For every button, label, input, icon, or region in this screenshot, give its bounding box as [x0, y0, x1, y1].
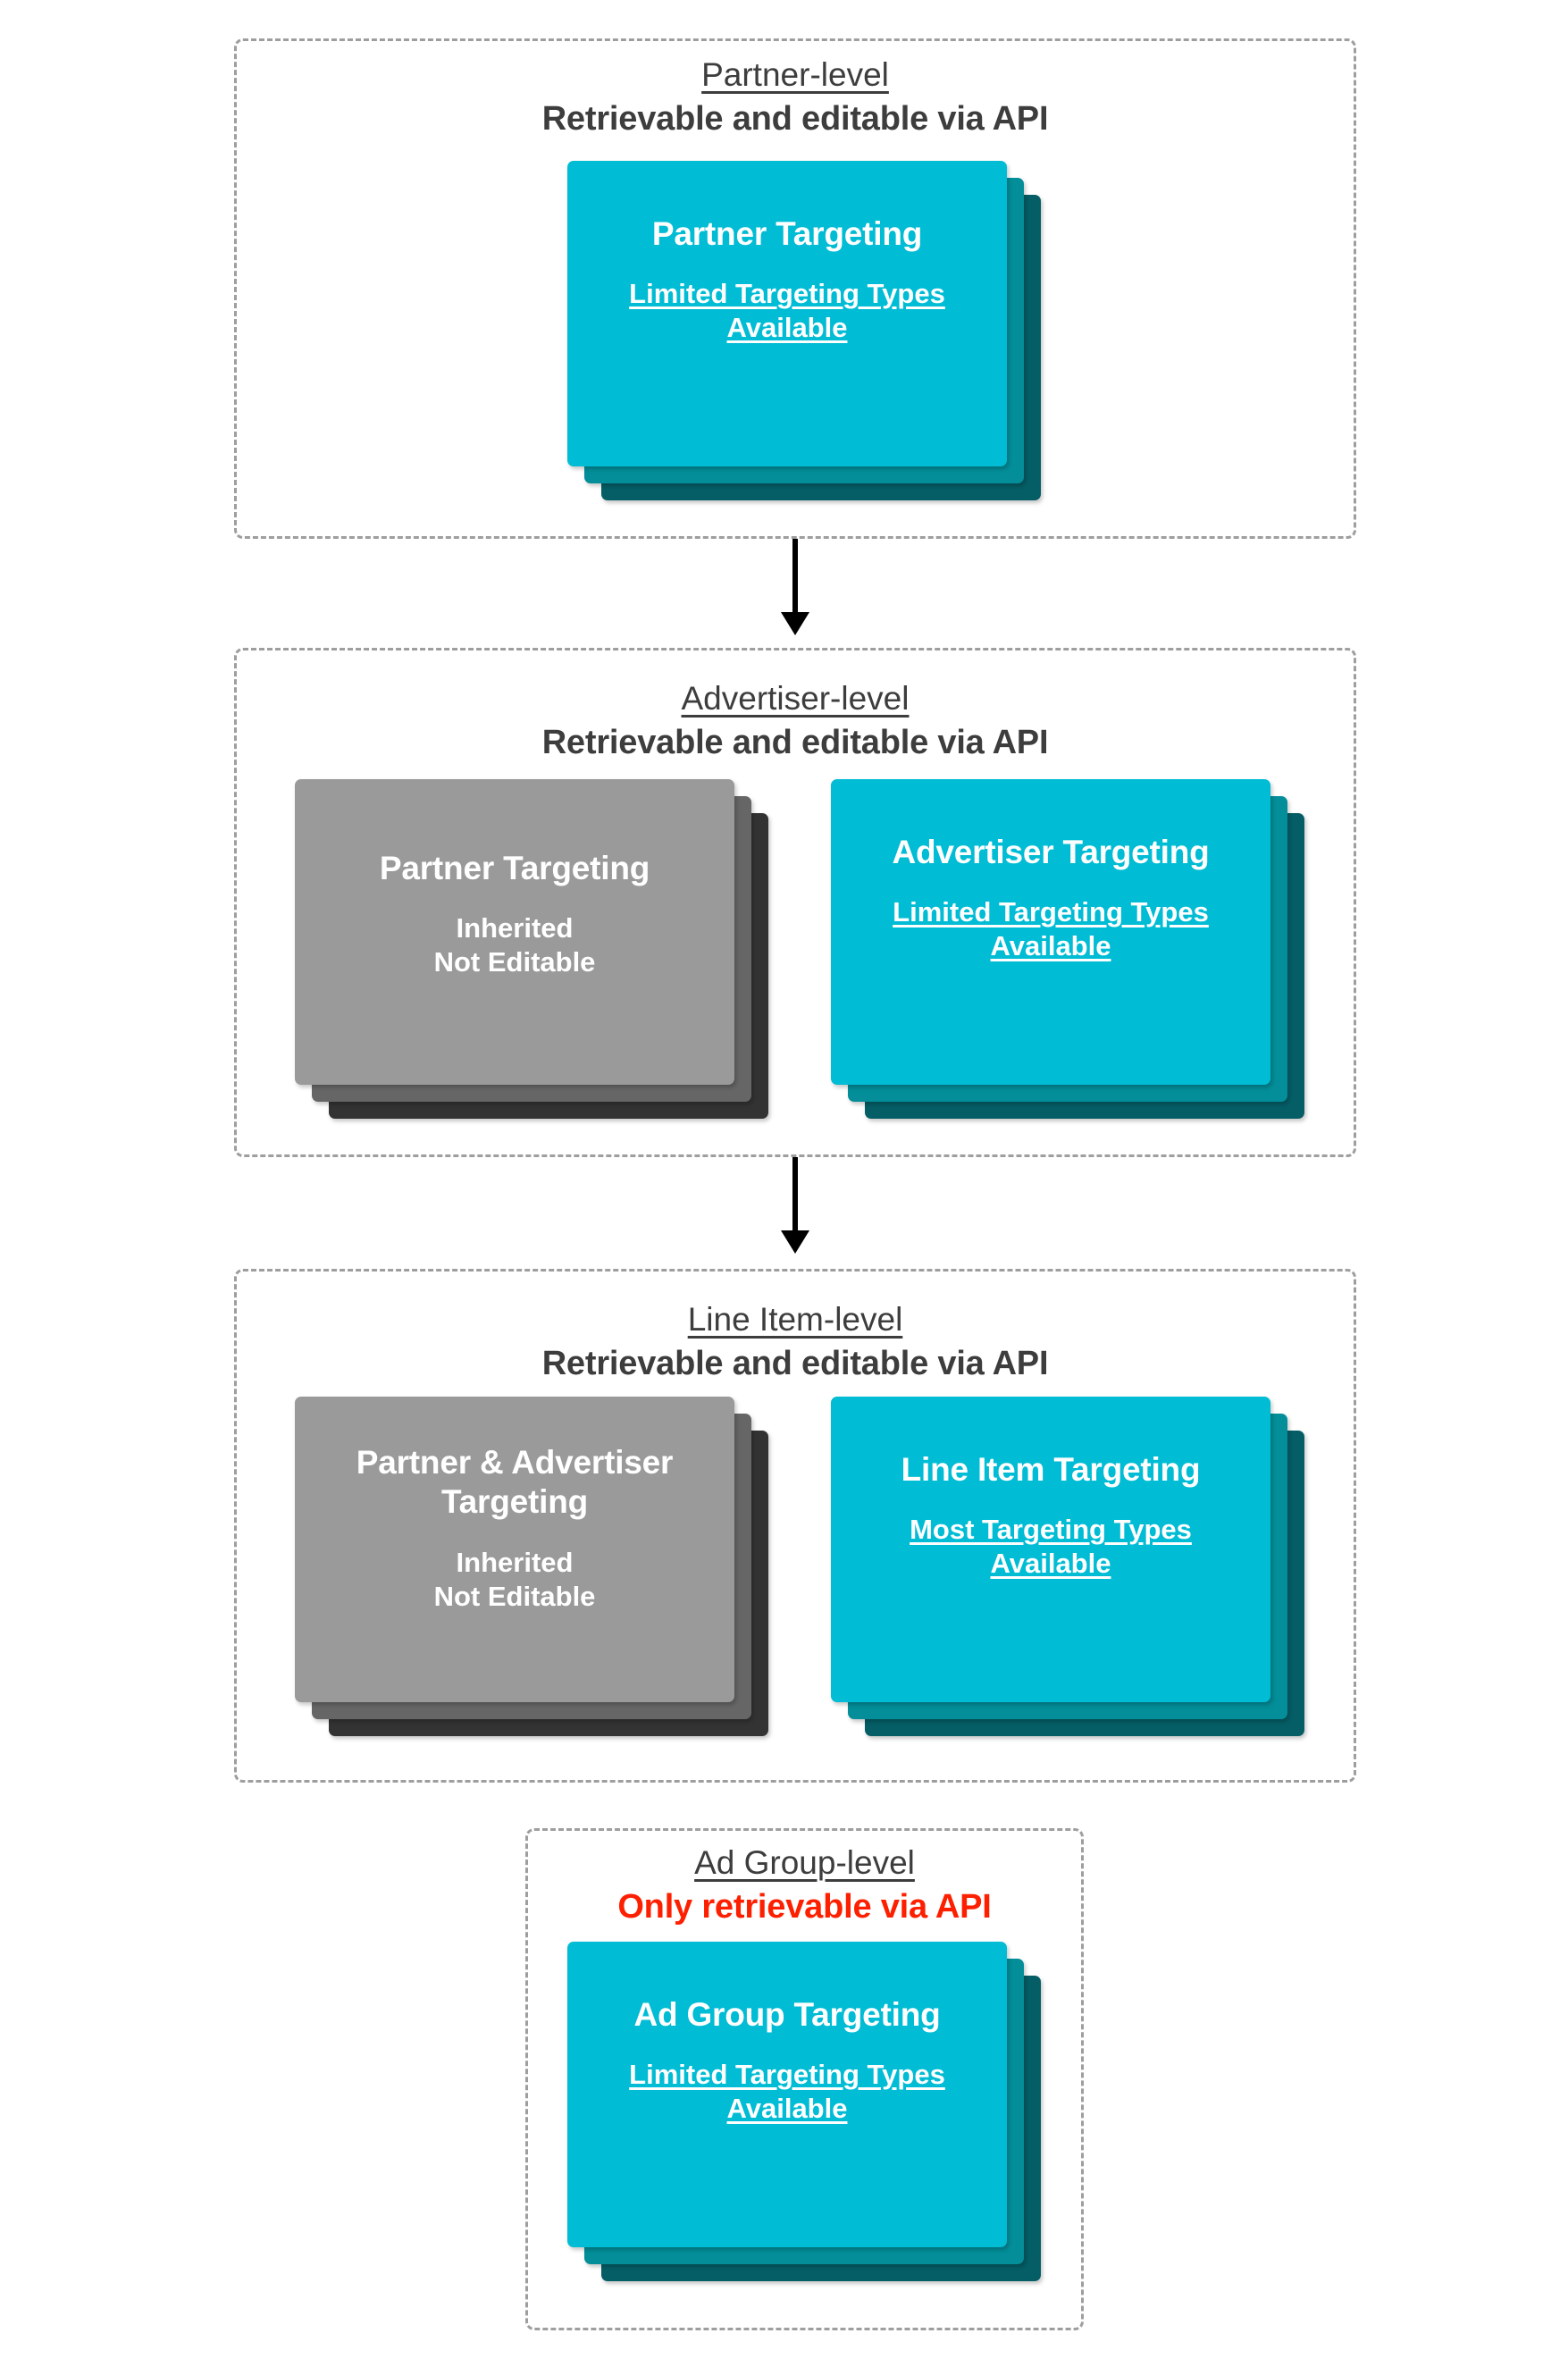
level-box-ad-group: [525, 1828, 1084, 2330]
card-note-line-2: Available: [726, 2093, 848, 2125]
card-title-line-2: Targeting: [440, 1483, 588, 1521]
card-title-partner-advertiser-targeting: Partner & Advertiser Targeting: [356, 1444, 674, 1520]
card-stack-line-item-inherited[interactable]: Partner & Advertiser Targeting Inherited…: [295, 1397, 768, 1736]
card-note-line-2: Available: [990, 930, 1111, 962]
card-front-ad-group-targeting[interactable]: Ad Group Targeting Limited Targeting Typ…: [567, 1942, 1007, 2247]
arrow-advertiser-to-line-item: [777, 1157, 813, 1254]
arrow-shaft: [792, 539, 798, 612]
card-note-ad-group-targeting: Limited Targeting Types Available: [587, 2058, 987, 2126]
card-note-advertiser-targeting: Limited Targeting Types Available: [851, 895, 1251, 963]
card-front-advertiser-targeting[interactable]: Advertiser Targeting Limited Targeting T…: [831, 779, 1270, 1085]
card-stack-partner-targeting[interactable]: Partner Targeting Limited Targeting Type…: [567, 161, 1041, 500]
card-note-line-1: Most Targeting Types: [910, 1514, 1192, 1546]
card-stack-advertiser-targeting[interactable]: Advertiser Targeting Limited Targeting T…: [831, 779, 1304, 1119]
card-front-inherited-partner-advertiser-targeting[interactable]: Partner & Advertiser Targeting Inherited…: [295, 1397, 734, 1702]
card-stack-line-item-targeting[interactable]: Line Item Targeting Most Targeting Types…: [831, 1397, 1304, 1736]
arrow-head: [781, 612, 809, 635]
arrow-shaft: [792, 1157, 798, 1230]
card-title-line-item-targeting: Line Item Targeting: [901, 1451, 1201, 1488]
card-title-ad-group-targeting: Ad Group Targeting: [633, 1996, 941, 2033]
card-note-line-2: Available: [990, 1548, 1111, 1580]
card-body: Line Item Targeting Most Targeting Types…: [831, 1450, 1270, 1581]
card-title-advertiser-targeting: Advertiser Targeting: [892, 834, 1210, 870]
card-title-partner-targeting: Partner Targeting: [651, 215, 923, 252]
card-body: Advertiser Targeting Limited Targeting T…: [831, 833, 1270, 963]
level-box-line-item: [234, 1269, 1356, 1783]
card-title-inherited-partner-targeting: Partner Targeting: [379, 850, 650, 886]
level-box-advertiser: [234, 648, 1356, 1157]
card-note-line-1: Limited Targeting Types: [629, 278, 945, 310]
arrow-partner-to-advertiser: [777, 539, 813, 635]
card-body: Partner Targeting Inherited Not Editable: [295, 849, 734, 979]
card-note-line-2: Not Editable: [433, 1580, 596, 1612]
card-note-line-1: Limited Targeting Types: [629, 2059, 945, 2091]
card-note-inherited: Inherited Not Editable: [314, 1546, 715, 1614]
card-front-inherited-partner-targeting[interactable]: Partner Targeting Inherited Not Editable: [295, 779, 734, 1085]
arrow-head: [781, 1230, 809, 1254]
card-note-line-1: Limited Targeting Types: [893, 896, 1209, 928]
card-note-line-item-targeting: Most Targeting Types Available: [851, 1513, 1251, 1581]
card-front-partner-targeting[interactable]: Partner Targeting Limited Targeting Type…: [567, 161, 1007, 466]
card-note-line-2: Not Editable: [433, 946, 596, 978]
card-note-partner-targeting: Limited Targeting Types Available: [587, 277, 987, 345]
level-box-partner: [234, 38, 1356, 539]
card-body: Partner & Advertiser Targeting Inherited…: [295, 1443, 734, 1613]
card-stack-ad-group-targeting[interactable]: Ad Group Targeting Limited Targeting Typ…: [567, 1942, 1041, 2281]
card-body: Ad Group Targeting Limited Targeting Typ…: [567, 1995, 1007, 2126]
card-note-line-1: Inherited: [456, 1546, 574, 1578]
card-note-line-2: Available: [726, 312, 848, 344]
card-stack-advertiser-inherited-partner[interactable]: Partner Targeting Inherited Not Editable: [295, 779, 768, 1119]
card-body: Partner Targeting Limited Targeting Type…: [567, 214, 1007, 345]
card-front-line-item-targeting[interactable]: Line Item Targeting Most Targeting Types…: [831, 1397, 1270, 1702]
card-title-line-1: Partner & Advertiser: [356, 1444, 674, 1481]
card-note-line-1: Inherited: [456, 912, 574, 944]
card-note-inherited: Inherited Not Editable: [314, 911, 715, 979]
